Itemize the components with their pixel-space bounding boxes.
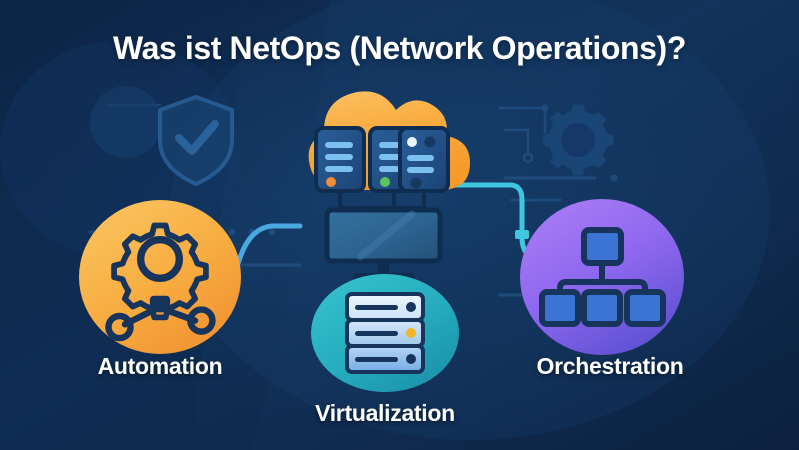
label-virtualization: Virtualization <box>315 400 455 426</box>
status-dot-dark <box>406 354 416 364</box>
connector-node-right <box>515 230 529 239</box>
deco-node-1 <box>522 152 534 164</box>
deco-soft-circle-1 <box>90 86 162 158</box>
node-orchestration[interactable] <box>520 199 684 355</box>
server-stripe <box>407 155 434 161</box>
hierarchy-icon <box>539 227 666 327</box>
server-stripe <box>325 166 353 172</box>
hierarchy-node-right <box>624 289 666 327</box>
status-dot-orange <box>326 177 336 187</box>
hierarchy-node-left <box>539 289 581 327</box>
gear-outline-icon <box>542 104 614 176</box>
hierarchy-node-top <box>581 227 624 266</box>
server-stack-icon <box>345 292 425 374</box>
status-dot-dark <box>424 136 436 148</box>
deco-dot-1 <box>228 228 236 236</box>
status-dot-dark <box>410 177 422 189</box>
deco-circuit-3 <box>503 128 530 154</box>
status-dot-yellow <box>406 328 416 338</box>
status-dot-white <box>407 137 417 147</box>
server-stripe <box>325 142 353 148</box>
server-rack-right <box>398 126 450 193</box>
server-rack-left <box>314 126 366 193</box>
deco-dot-4 <box>610 174 618 182</box>
status-dot-green <box>380 177 390 187</box>
hierarchy-node-middle <box>581 289 623 327</box>
shield-check-icon <box>158 95 234 186</box>
page-title: Was ist NetOps (Network Operations)? <box>113 30 686 66</box>
monitor-neck <box>378 261 389 274</box>
node-automation[interactable] <box>79 200 241 354</box>
status-dot-dark <box>406 302 416 312</box>
deco-node-2 <box>541 104 549 112</box>
label-automation: Automation <box>97 353 223 379</box>
cloud-server-stack <box>308 91 470 281</box>
server-stripe <box>325 154 353 160</box>
label-orchestration: Orchestration <box>536 353 684 379</box>
server-stripe <box>407 167 434 173</box>
gear-network-icon <box>105 222 216 342</box>
deco-dot-3 <box>268 228 276 236</box>
node-virtualization[interactable] <box>311 274 459 392</box>
monitor-icon <box>324 207 443 281</box>
